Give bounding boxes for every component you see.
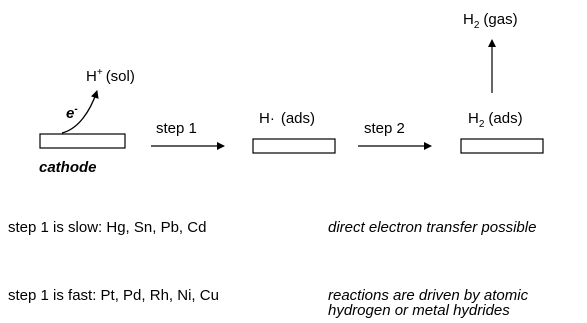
- step2-label: step 2: [364, 120, 405, 137]
- gas-h2-label: H2(gas): [463, 11, 518, 31]
- electron-transfer-arrow: [61, 90, 99, 134]
- adsorbed-h2-label: H2(ads): [468, 110, 523, 130]
- adsorbed-hydrogen-label: H·(ads): [259, 110, 315, 127]
- slow-metals-effect: direct electron transfer possible: [328, 219, 537, 236]
- proton-label: H+(sol): [86, 67, 135, 85]
- electrode-surface-2: [460, 138, 544, 154]
- electrode-surface-1: [252, 138, 336, 154]
- cathode-electrode: [39, 133, 126, 149]
- step1-label: step 1: [156, 120, 197, 137]
- fast-metals-note: step 1 is fast: Pt, Pd, Rh, Ni, Cu: [8, 287, 219, 304]
- fast-metals-effect-line2: hydrogen or metal hydrides: [328, 302, 510, 319]
- electron-label: e-: [66, 104, 78, 122]
- cathode-label: cathode: [39, 159, 97, 176]
- fast-metals-effect-line1: reactions are driven by atomic: [328, 287, 529, 304]
- slow-metals-note: step 1 is slow: Hg, Sn, Pb, Cd: [8, 219, 207, 236]
